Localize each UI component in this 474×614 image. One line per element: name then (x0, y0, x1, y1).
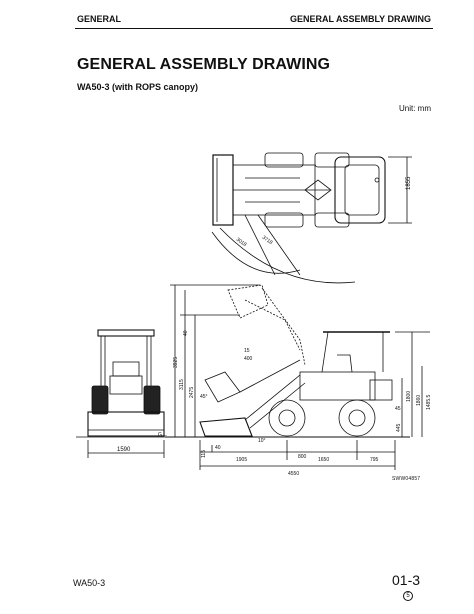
dim-dump-clearance-a: 40 (183, 330, 189, 336)
model-subtitle: WA50-3 (with ROPS canopy) (77, 82, 199, 92)
dim-overall-length: 4550 (288, 471, 299, 477)
dim-height-b: 1860 (416, 395, 422, 406)
dim-rear-overhang: 795 (370, 457, 379, 463)
dim-dig-depth: 40 (215, 445, 221, 451)
dim-overall-width: 1855 (406, 176, 412, 190)
top-view (211, 152, 412, 284)
dim-dump-reach-a: 15 (244, 348, 250, 354)
front-view (76, 329, 210, 458)
dim-small-offset: 45 (395, 406, 401, 412)
dim-dump-clearance: 2475 (189, 387, 195, 398)
dim-max-height: 3925 (173, 357, 179, 368)
unit-label: Unit: mm (399, 104, 431, 113)
dim-axle-offset: 800 (298, 454, 307, 460)
side-view (165, 284, 430, 470)
dim-dump-angle: 45° (200, 394, 208, 400)
dim-canopy-height: 1485.5 (426, 394, 432, 410)
header-rule (75, 28, 433, 29)
header-section-label: GENERAL (77, 14, 122, 24)
page-number: 01-3 (392, 572, 421, 588)
ground-line-label: G.L. (158, 432, 167, 438)
drawing-code: SWW04857 (392, 476, 421, 482)
dim-rollback-angle: 10° (258, 438, 266, 444)
dim-bucket-width: 1590 (117, 447, 131, 453)
revision-mark: 5 (403, 591, 413, 601)
dim-height-c: 1800 (406, 391, 412, 402)
dim-wheelbase: 1650 (318, 457, 329, 463)
page-title: GENERAL ASSEMBLY DRAWING (77, 56, 331, 73)
dim-turning-radius-inner: 3018 (235, 237, 248, 248)
dim-hinge-pin-height: 3115 (179, 379, 185, 390)
footer-model: WA50-3 (73, 578, 106, 588)
dim-front-overhang: 1905 (236, 457, 247, 463)
dim-dump-reach-b: 400 (244, 356, 253, 362)
header-chapter-title: GENERAL ASSEMBLY DRAWING (289, 14, 431, 24)
dim-bucket-height: 115 (201, 450, 207, 458)
dim-turning-radius-outer: 3718 (261, 235, 274, 246)
dim-ground-clearance: 445 (396, 423, 402, 432)
